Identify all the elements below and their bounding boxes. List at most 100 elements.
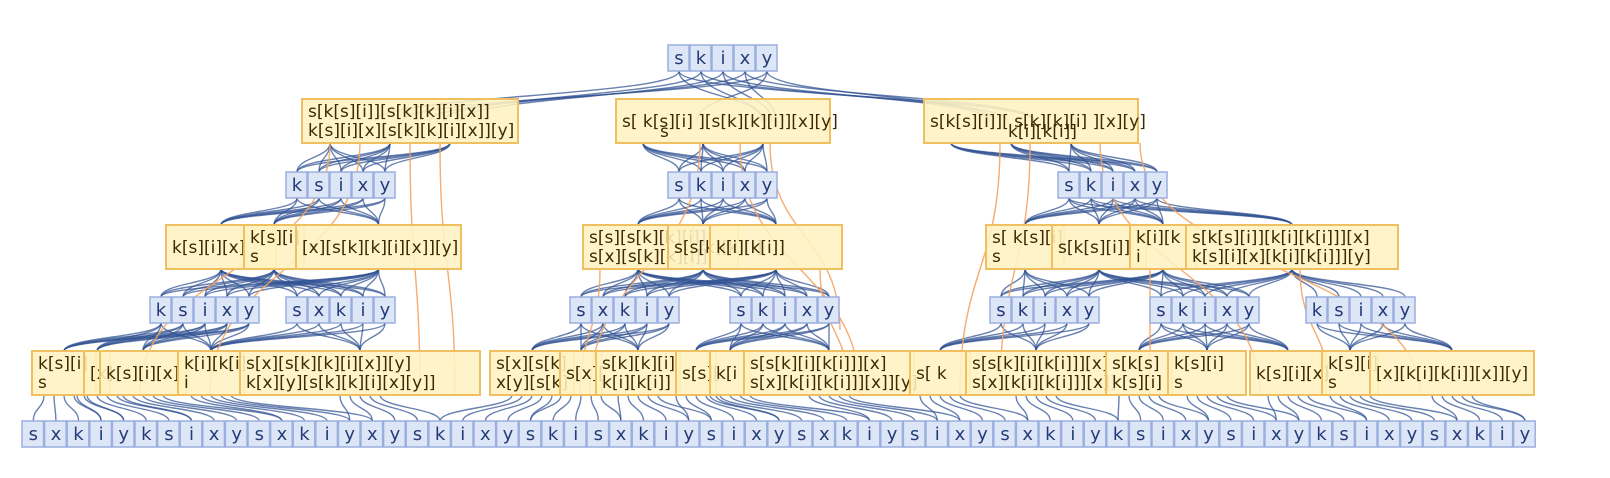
leaf-edge — [1056, 395, 1118, 421]
level3-symbol-row: ksixy — [1306, 297, 1415, 323]
symbol-label: y — [664, 300, 675, 321]
symbol-label: k — [1316, 424, 1327, 445]
symbol-label: k — [141, 424, 152, 445]
level3-expression-15: k[s][i][x] — [1250, 351, 1329, 395]
symbol-label: k — [1086, 175, 1097, 196]
symbol-label: s — [1430, 424, 1439, 445]
symbol-label: i — [1161, 424, 1166, 445]
symbol-label: y — [762, 48, 773, 69]
symbol-label: i — [573, 424, 578, 445]
symbol-label: i — [360, 300, 365, 321]
symbol-label: x — [1022, 424, 1033, 445]
expression-text: k[s][i][x] — [172, 238, 245, 258]
leaf-edge — [1462, 395, 1525, 421]
leaf-edge — [960, 395, 1028, 421]
expression-text: s[k[s] — [1112, 354, 1159, 374]
symbol-label: i — [189, 424, 194, 445]
symbol-label: k — [620, 300, 631, 321]
leaf-edge — [658, 395, 711, 421]
symbol-label: k — [1018, 300, 1029, 321]
symbol-label: y — [1244, 300, 1255, 321]
leaf-edge — [1288, 395, 1322, 421]
level3-symbol-row: skixy — [990, 297, 1099, 323]
leaf-edge — [628, 395, 644, 421]
expression-text: s[k[s][i]][k[i][k[i]]][x] — [1192, 228, 1370, 248]
symbol-label: s — [736, 300, 745, 321]
symbol-label: k — [1474, 424, 1485, 445]
symbol-label: i — [1364, 424, 1369, 445]
expression-text: k[s][i][x][k[i][k[i]]][y] — [1192, 247, 1371, 267]
symbol-label: y — [762, 175, 773, 196]
level3-expression-17: [x][k[i][k[i]][x]][y] — [1370, 351, 1534, 395]
symbol-label: s — [255, 424, 264, 445]
level1-edge — [951, 143, 1157, 172]
level2-symbol-row-center: skixy — [668, 172, 777, 198]
symbol-label: s — [1334, 300, 1343, 321]
symbol-label: y — [1400, 300, 1411, 321]
symbol-label: y — [390, 424, 401, 445]
symbol-label: k — [1312, 300, 1323, 321]
symbol-label: i — [664, 424, 669, 445]
expression-text: k[s][i][x] — [106, 364, 179, 384]
leaf-edge — [696, 395, 734, 421]
level1-expression-left: s[k[s][i]][s[k][k][i][x]]k[s][i][x][s[k]… — [302, 99, 518, 143]
expression-text: s[k[s][i]][s[k][k][i][x]] — [308, 102, 490, 122]
tree-nodes: skixys[k[s][i]][s[k][k][i][x]]k[s][i][x]… — [22, 45, 1535, 447]
expression-text: s — [1174, 373, 1183, 393]
symbol-label: i — [720, 175, 725, 196]
expression-text: k[s][i] — [250, 228, 300, 248]
symbol-label: x — [51, 424, 62, 445]
level1-center-subterm: s — [660, 122, 669, 142]
level3-expression-13: s[k[s]k[s][i] — [1106, 351, 1172, 395]
leaf-edge — [553, 395, 571, 421]
symbol-label: s — [1226, 424, 1235, 445]
symbol-label: k — [1178, 300, 1189, 321]
level3-edge — [1249, 269, 1292, 297]
symbol-label: i — [460, 424, 465, 445]
level4-edge — [1139, 323, 1183, 351]
symbol-label: i — [782, 300, 787, 321]
symbol-label: s — [178, 300, 187, 321]
symbol-label: s — [594, 424, 603, 445]
symbol-label: x — [955, 424, 966, 445]
symbol-label: y — [1203, 424, 1214, 445]
leaf-edge — [1197, 395, 1231, 421]
level3-expression-12: s[s[k][i][k[i]]][x]s[x][k[i][k[i]]][x]] — [966, 351, 1116, 395]
symbol-label: k — [73, 424, 84, 445]
symbol-label: k — [696, 175, 707, 196]
symbol-label: s — [996, 300, 1005, 321]
symbol-label: y — [774, 424, 785, 445]
leaf-edge — [591, 395, 598, 421]
symbol-label: i — [99, 424, 104, 445]
symbol-label: x — [1378, 300, 1389, 321]
expression-text: s[x][s[k] — [496, 354, 567, 374]
leaf-edge — [463, 395, 522, 421]
symbol-label: i — [720, 48, 725, 69]
expression-text: [x][k[i][k[i]][x]][y] — [1376, 364, 1528, 384]
symbol-label: y — [1084, 300, 1095, 321]
symbol-label: y — [887, 424, 898, 445]
symbol-label: x — [1271, 424, 1282, 445]
level3-expression-7: s[k][k][i]k[i][k[i]] — [596, 351, 680, 395]
symbol-label: x — [1062, 300, 1073, 321]
expression-text: s[ k[s][i] ][s[k][k][i]][x][y] — [622, 112, 838, 132]
symbol-label: i — [1358, 300, 1363, 321]
expression-text: k[i][k[i]] — [716, 238, 785, 258]
symbol-label: s — [576, 300, 585, 321]
symbol-label: k — [336, 300, 347, 321]
symbol-label: x — [1130, 175, 1141, 196]
symbol-label: s — [910, 424, 919, 445]
expression-text: s[k][k][i] — [602, 354, 675, 374]
leaf-edge — [1217, 395, 1276, 421]
expression-text: s[ k — [916, 364, 947, 384]
symbol-label: s — [314, 175, 323, 196]
symbol-label: x — [598, 300, 609, 321]
level3-expression-10: s[s[k][i][k[i]]][x]s[x][k[i][k[i]]][x]][… — [744, 351, 918, 395]
symbol-label: x — [819, 424, 830, 445]
symbol-label: i — [935, 424, 940, 445]
expression-text: i — [1136, 247, 1141, 267]
level3-symbol-row: skixy — [730, 297, 839, 323]
level2-symbol-row-right: skixy — [1058, 172, 1167, 198]
leaf-edge — [380, 395, 440, 421]
level2-edge — [1025, 198, 1069, 225]
